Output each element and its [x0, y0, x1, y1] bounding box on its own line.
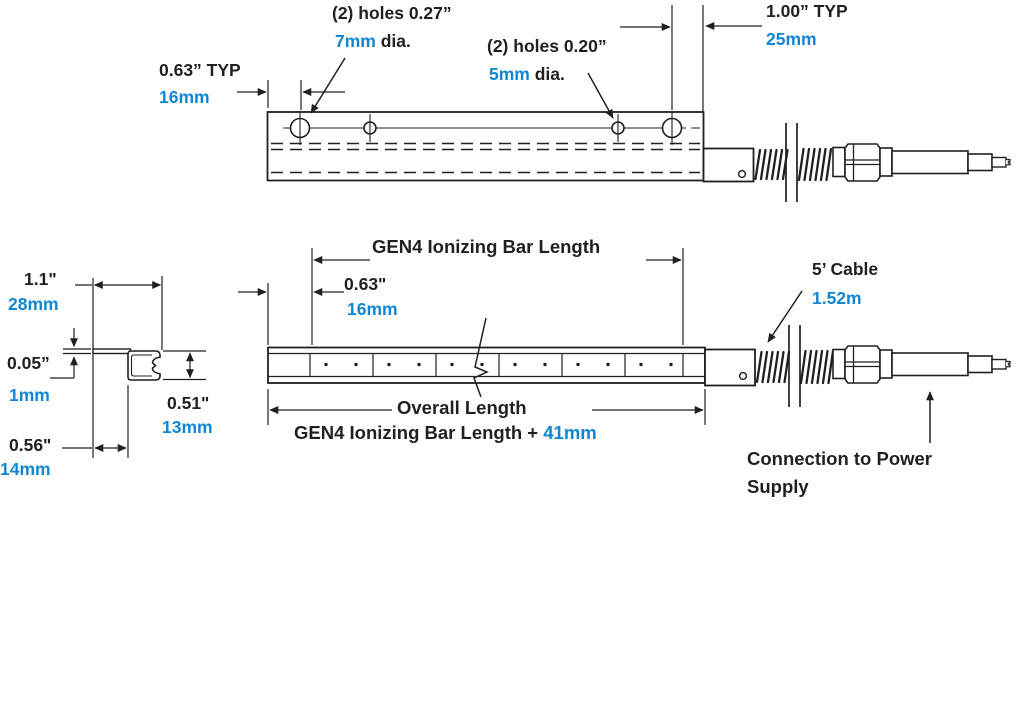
cable-metric: 1.52m [812, 288, 862, 308]
spring-coil [797, 147, 833, 182]
cs-height-label: 0.51" [167, 393, 210, 413]
spring-coil [755, 350, 791, 384]
cable-break-lines [785, 123, 798, 202]
cable-label: 5’ Cable [812, 259, 879, 279]
spring-coil [799, 349, 835, 385]
cs-flange-width-label: 0.56" [9, 435, 52, 455]
emitter-points [324, 362, 673, 367]
connector-barrel [891, 150, 969, 175]
power-supply-label: Connection to Power Supply [747, 448, 932, 497]
top-cable-assembly [754, 123, 1011, 202]
holes-5mm-metric: 5mm dia. [489, 64, 565, 84]
cable-leader-arrow [767, 290, 803, 343]
top-view-dimension-lines [237, 5, 762, 112]
end-cap-hole [737, 169, 747, 179]
top-view-bar [266, 57, 755, 183]
holes-7mm-label: (2) holes 0.27” [332, 3, 452, 23]
length-break-mark [473, 317, 489, 398]
cs-width-metric: 28mm [8, 294, 59, 314]
bar-length-label: GEN4 Ionizing Bar Length [372, 236, 601, 257]
end-offset-metric: 16mm [347, 299, 398, 319]
hex-nut [844, 143, 881, 182]
cs-flange-thickness-label: 0.05” [7, 353, 50, 373]
side-view-dimension-lines [238, 248, 706, 425]
end-cap-hole-side [738, 371, 748, 381]
cable-break-lines [788, 325, 801, 407]
end-pitch-label: 1.00” TYP [766, 1, 848, 21]
cs-height-metric: 13mm [162, 417, 213, 437]
spring-coil [754, 148, 789, 181]
holes-5mm-label: (2) holes 0.20” [487, 36, 607, 56]
profile-channel [127, 350, 161, 381]
profile-flange [92, 348, 132, 355]
cross-section-dimensions [50, 276, 206, 458]
hex-nut [844, 345, 881, 384]
hole-offset-metric: 16mm [159, 87, 210, 107]
end-pitch-metric: 25mm [766, 29, 817, 49]
side-view-bar [267, 317, 756, 398]
mounting-holes [289, 111, 683, 145]
cs-flange-thickness-metric: 1mm [9, 385, 50, 405]
hole-offset-label: 0.63” TYP [159, 60, 241, 80]
bottom-cable-assembly [755, 290, 1011, 443]
end-offset-label: 0.63" [344, 274, 387, 294]
cs-width-label: 1.1" [24, 269, 57, 289]
hidden-edge-lines [271, 142, 700, 174]
cross-section-view [50, 276, 206, 458]
overall-length-formula: GEN4 Ionizing Bar Length + 41mm [294, 422, 597, 443]
emitter-segment-dividers [309, 353, 684, 377]
overall-length-label: Overall Length [397, 397, 527, 418]
holes-7mm-metric: 7mm dia. [335, 31, 411, 51]
hole-leader-arrows [310, 57, 614, 119]
cs-flange-width-metric: 14mm [0, 459, 51, 479]
connector-barrel [891, 352, 969, 377]
